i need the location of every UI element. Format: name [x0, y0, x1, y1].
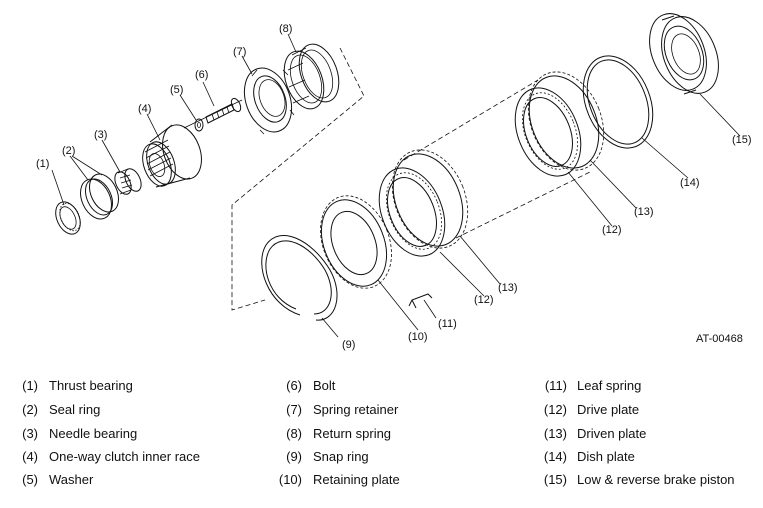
legend-label: Drive plate: [577, 402, 640, 417]
callout-13-upper: (13): [634, 206, 654, 218]
legend-label: Seal ring: [49, 402, 101, 417]
callout-10: (10): [408, 331, 428, 343]
legend-number: (5): [22, 472, 38, 487]
legend-label: Low & reverse brake piston: [577, 472, 735, 487]
legend-number: (12): [543, 402, 567, 417]
legend-number: (8): [286, 426, 302, 441]
legend-number: (6): [286, 378, 302, 393]
legend-label: Leaf spring: [577, 378, 642, 393]
legend-number: (14): [543, 449, 567, 464]
callout-11: (11): [438, 318, 457, 330]
thrust-bearing-drawing: [55, 201, 81, 235]
upper-clutch-pack-drawing: [514, 71, 605, 177]
callout-14: (14): [680, 177, 700, 189]
parts-legend: (1) Thrust bearing (2) Seal ring (3) Needle…: [0, 378, 763, 498]
leaf-spring-drawing: [408, 293, 433, 309]
legend-number: (10): [278, 472, 302, 487]
legend-label: Bolt: [313, 378, 336, 393]
callout-6: (6): [195, 69, 208, 81]
snap-ring-drawing: [261, 234, 338, 321]
legend-label: Driven plate: [577, 426, 647, 441]
legend-label: Return spring: [313, 426, 392, 441]
legend-label: Snap ring: [313, 449, 369, 464]
brake-piston-drawing: [649, 13, 719, 95]
callout-15: (15): [732, 134, 752, 146]
seal-ring-drawing: [80, 173, 120, 220]
legend-number: (3): [22, 426, 38, 441]
legend-label: Spring retainer: [313, 402, 399, 417]
figure-code: AT-00468: [696, 333, 743, 345]
legend-label: One-way clutch inner race: [49, 449, 201, 464]
callout-3: (3): [94, 129, 107, 141]
bolt-drawing: [205, 97, 242, 124]
washer-drawing: [194, 118, 204, 132]
exploded-diagram: (1) (2) (3) (4) (5) (6) (7) (8) (9) (10)…: [36, 13, 752, 351]
legend-label: Retaining plate: [313, 472, 400, 487]
legend-number: (9): [286, 449, 302, 464]
legend-label: Washer: [49, 472, 94, 487]
spring-retainer-drawing: [243, 67, 295, 135]
callout-5: (5): [170, 84, 183, 96]
callout-12-lower: (12): [474, 294, 494, 306]
lower-clutch-pack-drawing: [378, 149, 469, 257]
legend-number: (1): [22, 378, 38, 393]
callout-9: (9): [342, 339, 355, 351]
callout-7: (7): [233, 46, 246, 58]
leader-lines: [51, 33, 741, 338]
legend-number: (11): [544, 378, 567, 393]
callout-8: (8): [279, 23, 292, 35]
legend-label: Thrust bearing: [49, 378, 133, 393]
legend-label: Needle bearing: [49, 426, 138, 441]
retaining-plate-drawing: [320, 195, 392, 289]
callout-12-upper: (12): [602, 224, 622, 236]
legend-number: (4): [22, 449, 38, 464]
legend-label: Dish plate: [577, 449, 635, 464]
dish-plate-drawing: [582, 55, 654, 149]
callout-1: (1): [36, 158, 49, 170]
callout-13-lower: (13): [498, 282, 518, 294]
legend-number: (2): [22, 402, 38, 417]
callout-4: (4): [138, 103, 151, 115]
clutch-inner-race-drawing: [142, 124, 202, 188]
callout-2: (2): [62, 145, 75, 157]
legend-number: (7): [286, 402, 302, 417]
return-spring-drawing: [283, 43, 340, 110]
legend-number: (15): [543, 472, 567, 487]
needle-bearing-drawing: [114, 168, 142, 195]
legend-number: (13): [543, 426, 567, 441]
